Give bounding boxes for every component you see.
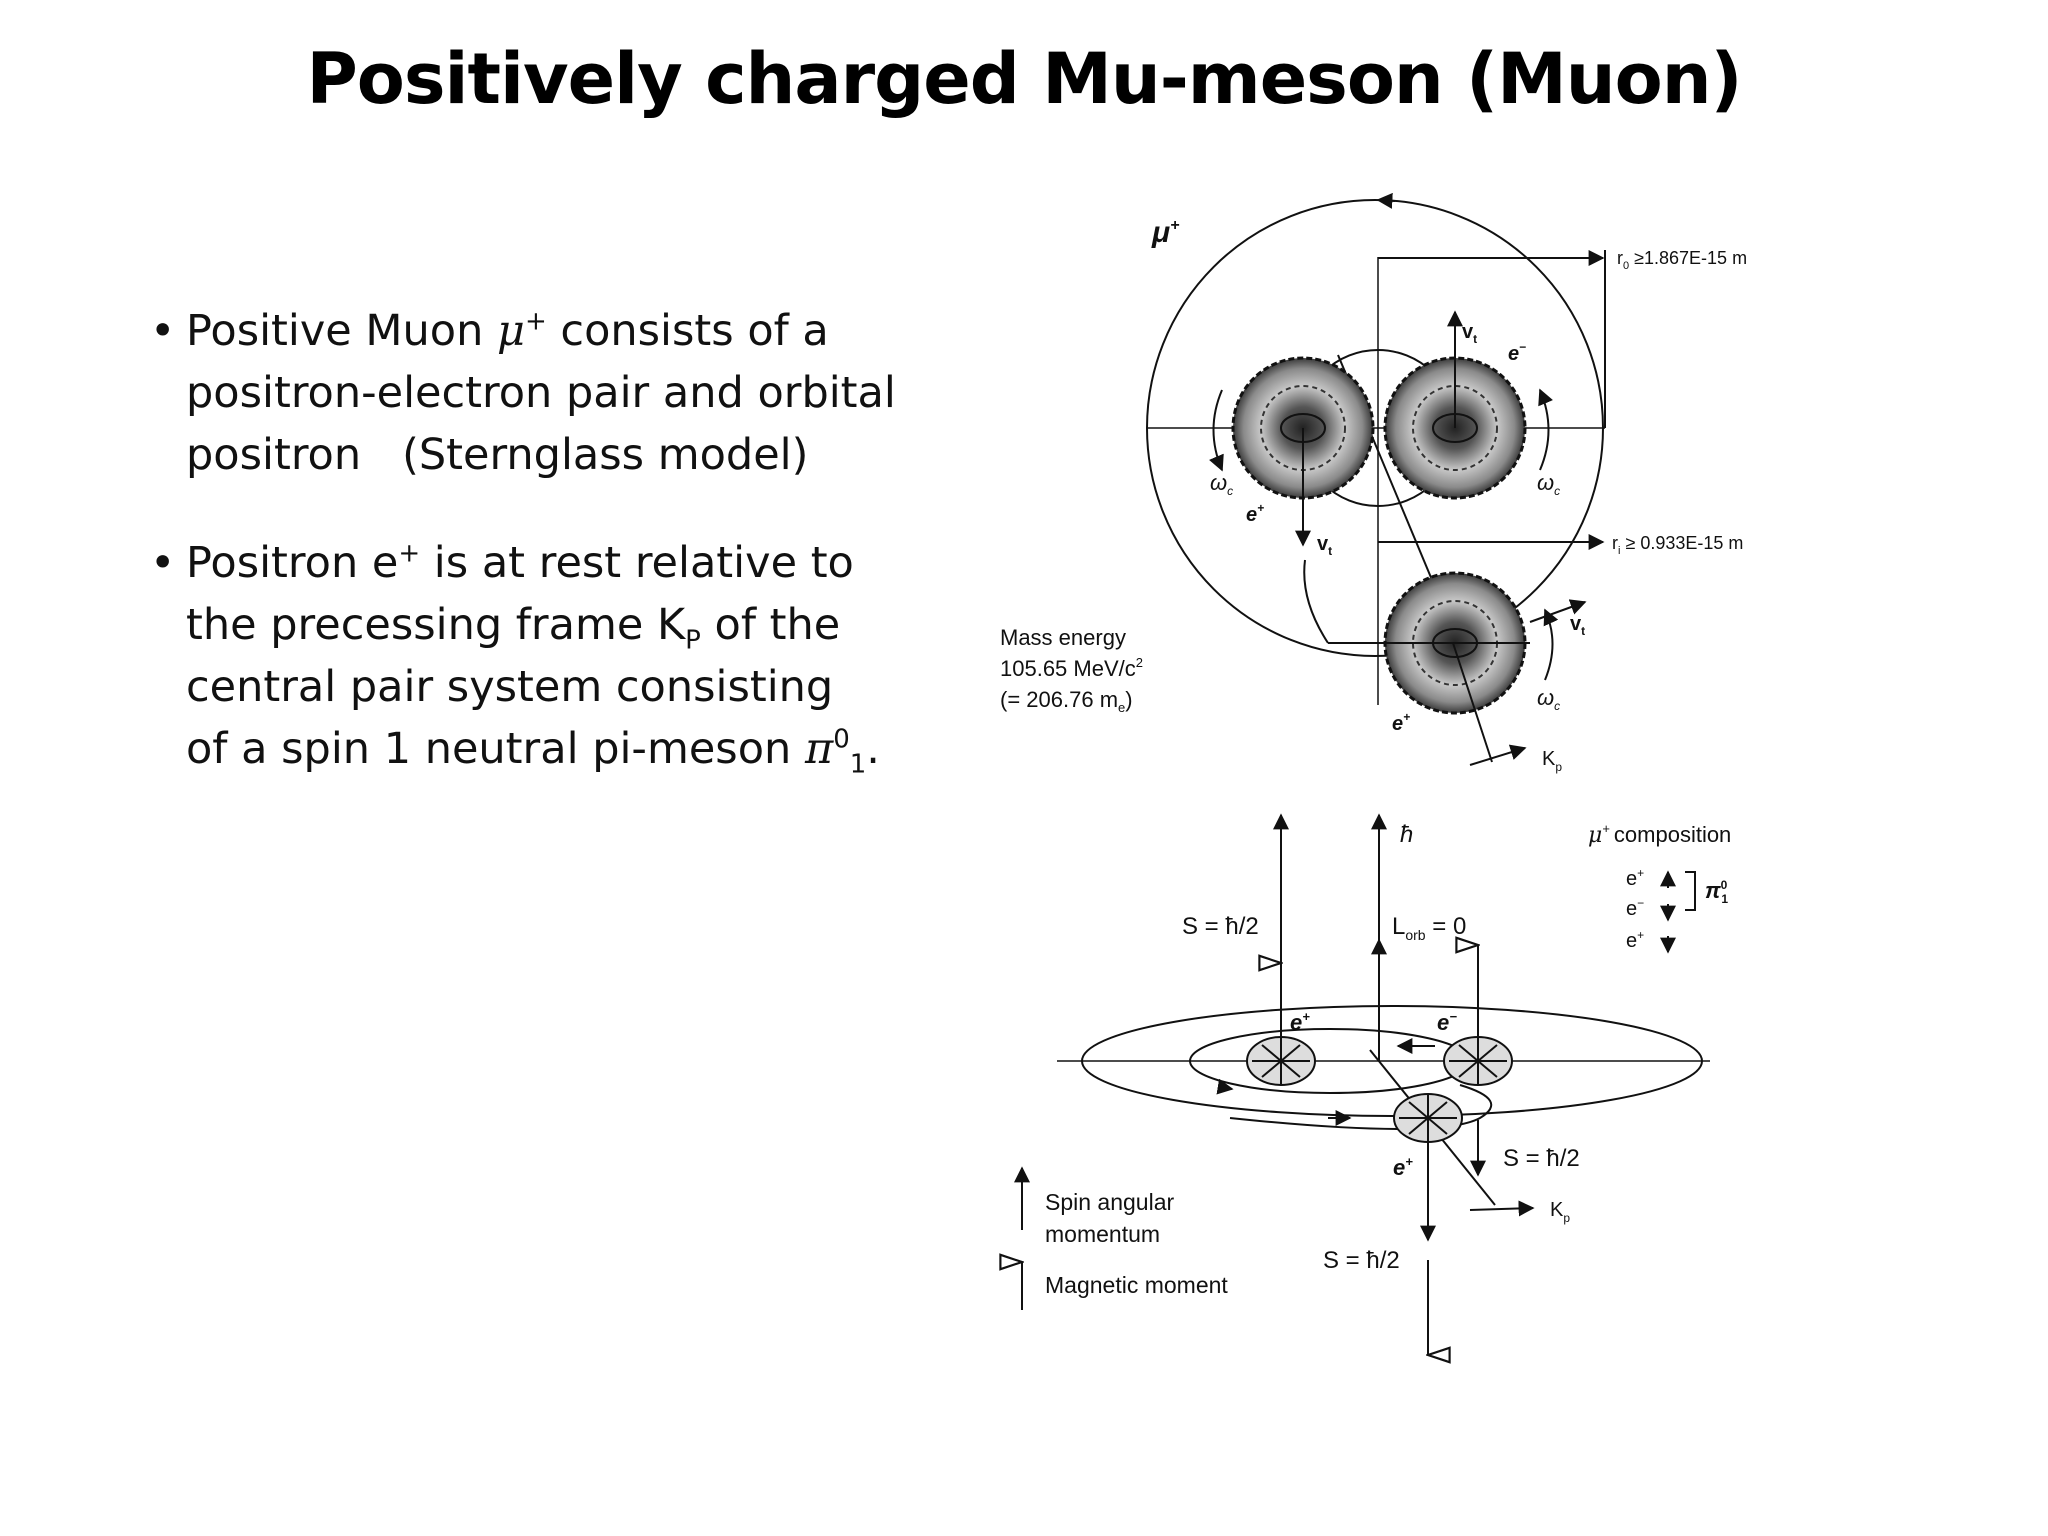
text-run: the precessing frame K	[186, 600, 686, 650]
bullet-2-line-1: Positron e+ is at rest relative to	[186, 532, 910, 594]
composition-spin-arrows	[1660, 870, 1696, 954]
bullet-1-line-1: Positive Muon μ+ consists of a	[186, 300, 910, 362]
r0-label: r0 ≥1.867E-15 m	[1617, 248, 1747, 272]
particle-eplus	[1246, 1036, 1316, 1086]
text-run: is at rest relative to	[420, 538, 854, 588]
ri-label: ri ≥ 0.933E-15 m	[1612, 533, 1743, 557]
subscript: P	[685, 625, 701, 656]
kp-label-top: Kp	[1542, 748, 1562, 774]
omega-label-left: ωc	[1210, 470, 1233, 498]
subscript: 1	[849, 749, 867, 780]
spin-label-eplus: S = ħ/2	[1182, 913, 1259, 940]
text-run: Positron e	[186, 538, 399, 588]
bullet-2-line-4: of a spin 1 neutral pi-meson π01.	[186, 718, 910, 780]
eplus-label-bottom: e+	[1290, 1009, 1310, 1035]
bullet-1-line-2: positron-electron pair and orbital	[186, 368, 896, 418]
bullet-dot: •	[150, 306, 176, 356]
bullet-1-line-3: positron (Sternglass model)	[186, 430, 809, 480]
composition-e3: e+	[1626, 928, 1644, 952]
e-plus-label-left: e+	[1246, 501, 1264, 526]
bullet-item-composition: • Positive Muon μ+ consists of a positro…	[150, 300, 910, 486]
mass-energy-line-1: Mass energy	[1000, 625, 1126, 650]
vt-label-top: vt	[1462, 321, 1477, 346]
particle-eplus-orbital	[1393, 1093, 1463, 1143]
legend-spin-line-2: momentum	[1045, 1221, 1160, 1247]
kp-arrow-top	[1469, 744, 1527, 766]
mu-symbol: μ	[497, 306, 525, 356]
text-run: .	[866, 724, 880, 774]
composition-title: μ+composition	[1588, 821, 1731, 848]
kp-axis-stem	[1452, 642, 1493, 763]
kp-arrow-bottom	[1469, 1200, 1535, 1217]
orbit-arrow-2	[1216, 1078, 1234, 1095]
bullet-list: • Positive Muon μ+ consists of a positro…	[150, 300, 910, 826]
mass-energy-line-2: 105.65 MeV/c2	[1000, 655, 1143, 681]
composition-e2: e−	[1626, 896, 1644, 920]
spin-label-down: S = ħ/2	[1323, 1247, 1400, 1274]
e-minus-label: e−	[1508, 340, 1526, 365]
legend-magnetic-moment: Magnetic moment	[1045, 1272, 1228, 1298]
mass-energy-line-3: (= 206.76 me)	[1000, 687, 1133, 715]
bullet-item-positron: • Positron e+ is at rest relative to the…	[150, 532, 910, 780]
vt-label-lower: vt	[1570, 613, 1585, 638]
vt-arrow-lower	[1529, 599, 1587, 623]
text-run: of a spin 1 neutral pi-meson	[186, 724, 805, 774]
omega-arc-right	[1538, 388, 1553, 471]
omega-label-right: ωc	[1537, 470, 1560, 498]
bullet-dot: •	[150, 538, 176, 588]
top-diagram-labels: μ+ r0 ≥1.867E-15 m ri ≥ 0.933E-15 m vt v…	[1000, 216, 1747, 774]
kp-label-bottom: Kp	[1550, 1199, 1570, 1225]
text-run: of the	[700, 600, 841, 650]
text-run: consists of a	[546, 306, 829, 356]
lower-orbit-loop	[1229, 1084, 1493, 1130]
superscript: +	[524, 306, 547, 337]
orbit-direction-arrow	[1376, 192, 1396, 209]
composition-bracket	[1685, 871, 1696, 911]
slide-title: Positively charged Mu-meson (Muon)	[306, 38, 1742, 120]
composition-e1: e+	[1626, 866, 1644, 890]
eminus-label-bottom: e−	[1437, 1009, 1457, 1035]
text-run: Positive Muon	[186, 306, 498, 356]
pi-symbol: π	[804, 724, 834, 774]
superscript: 0	[833, 724, 850, 755]
superscript: +	[398, 538, 421, 569]
vt-label-left: vt	[1317, 533, 1332, 558]
bottom-particles	[1246, 1036, 1513, 1143]
legend-spin-line-1: Spin angular	[1045, 1189, 1174, 1215]
eplus-label-orbital: e+	[1393, 1154, 1413, 1180]
omega-arc-left	[1209, 389, 1224, 472]
bottom-diagram-labels: ħ S = ħ/2 Lorb = 0 e+ e− e+ S = ħ/2 Kp S…	[1022, 821, 1731, 1310]
spin-label-small: S = ħ/2	[1503, 1145, 1580, 1172]
omega-label-lower: ωc	[1537, 685, 1560, 713]
lower-orbit-arc	[1303, 559, 1329, 644]
mu-plus-label: μ+	[1151, 216, 1179, 249]
particle-eminus	[1443, 1036, 1513, 1086]
bullet-2-line-3: central pair system consisting	[186, 662, 834, 712]
bullet-2-line-2: the precessing frame KP of the	[186, 594, 910, 656]
hbar-label: ħ	[1400, 821, 1413, 848]
e-plus-label-lower: e+	[1392, 710, 1410, 735]
omega-arc-lower	[1543, 608, 1559, 681]
lorb-label: Lorb = 0	[1392, 913, 1466, 943]
